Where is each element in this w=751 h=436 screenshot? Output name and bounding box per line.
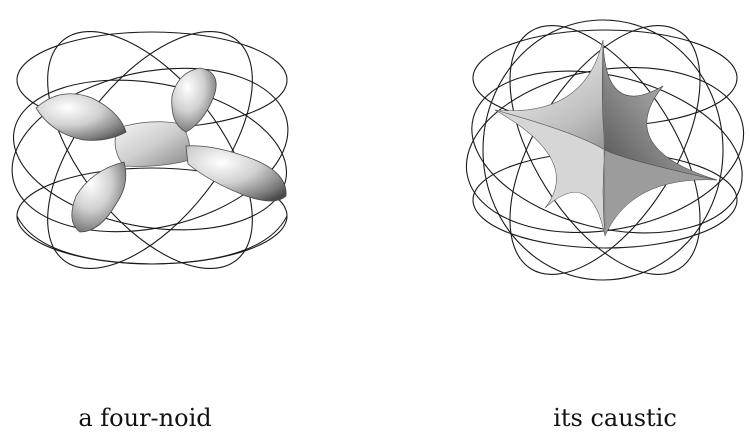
caustic-surface <box>494 39 718 237</box>
caustic-cusp-shade <box>602 149 718 237</box>
four-noid-surface <box>35 67 287 233</box>
four-noid-body <box>114 121 191 167</box>
wire-circle <box>471 70 743 234</box>
four-noid-figure <box>11 31 289 269</box>
wireframe-circles-front <box>16 215 288 265</box>
caustic-figure <box>465 19 745 281</box>
wire-circle <box>482 19 724 281</box>
wire-circle <box>12 79 288 231</box>
wire-circle <box>509 25 701 275</box>
caustic-facet-dark <box>602 39 718 181</box>
wire-circle <box>11 67 289 233</box>
four-noid-lobe-lower-right <box>185 145 287 202</box>
caption-caustic: its caustic <box>553 404 677 432</box>
four-noid-lobe-upper-right <box>171 67 217 133</box>
four-noid-lobe-lower-left <box>71 161 127 233</box>
wire-arc-front <box>16 215 288 265</box>
caustic-spine <box>602 39 606 237</box>
four-noid-lobe-upper-left <box>35 93 127 141</box>
caption-four-noid: a four-noid <box>78 404 212 432</box>
